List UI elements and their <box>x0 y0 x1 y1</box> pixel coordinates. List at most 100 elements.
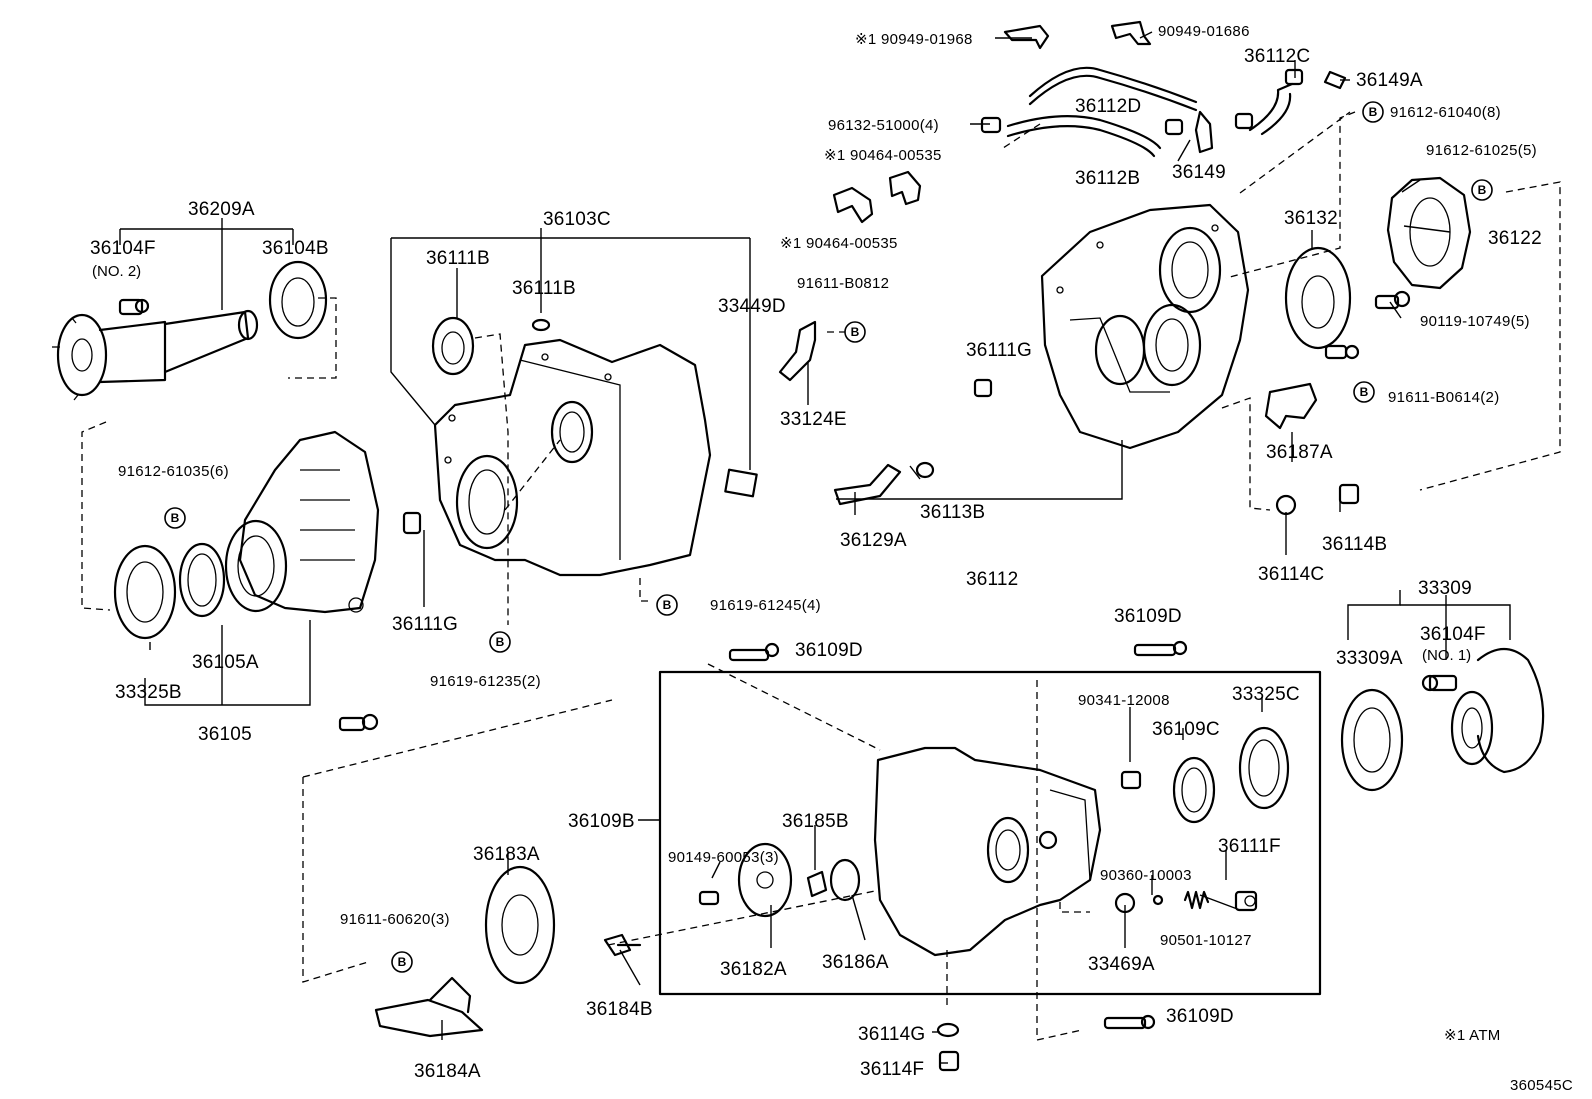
leader-lines <box>119 31 1511 1064</box>
label-36111G-right: 36111G <box>966 340 1032 361</box>
label-36104F-no1: 36104F <box>1420 624 1486 645</box>
note-atm: ※1 ATM <box>1444 1027 1501 1044</box>
b-marker-icon: B <box>1353 381 1375 403</box>
bolt-36109D-bottom <box>1103 1014 1156 1030</box>
label-36112: 36112 <box>966 569 1018 590</box>
oil-seal-33309A <box>1340 688 1404 792</box>
plug-36114B <box>1338 483 1360 505</box>
sub-case-36109B <box>873 746 1102 957</box>
diagram-id: 360545C <box>1510 1077 1573 1094</box>
spring-90501 <box>1183 890 1210 910</box>
label-33309A: 33309A <box>1336 648 1403 669</box>
plug-90341 <box>1120 770 1142 790</box>
sensor-rotor-36185B <box>806 870 828 898</box>
label-33124E: 33124E <box>780 409 847 430</box>
part-labels: ※1 90949-01968 90949-01686 36112C 36149A… <box>90 23 1573 1094</box>
label-33309: 33309 <box>1418 578 1472 599</box>
plug-36111G-right <box>973 378 993 398</box>
bolt-36109D-upper-right <box>1133 640 1188 657</box>
label-36184A: 36184A <box>414 1061 481 1082</box>
gasket-36114C <box>1275 494 1297 516</box>
gasket-36114G <box>936 1022 960 1038</box>
label-36114B: 36114B <box>1322 534 1387 555</box>
bolt-36109D-upper-left <box>728 642 780 662</box>
svg-text:B: B <box>398 955 407 969</box>
cover-36183A <box>484 865 556 985</box>
label-36114G: 36114G <box>858 1024 925 1045</box>
label-36113B: 36113B <box>920 502 985 523</box>
label-36105A: 36105A <box>192 652 259 673</box>
label-36183A: 36183A <box>473 844 540 865</box>
seal-36109C <box>1172 756 1216 824</box>
label-36111G-left: 36111G <box>392 614 458 635</box>
label-36114F: 36114F <box>860 1059 924 1080</box>
label-36109B: 36109B <box>568 811 635 832</box>
bracket-33124E <box>778 320 817 382</box>
label-36132: 36132 <box>1284 208 1338 229</box>
dashed-guides <box>81 111 1561 1041</box>
bolt-36104F-no2 <box>118 298 150 316</box>
label-91611-B0614: 91611-B0614(2) <box>1388 389 1500 406</box>
label-36109D-top-left: 36109D <box>795 640 863 661</box>
label-91612-61035: 91612-61035(6) <box>118 463 229 480</box>
bolt-markers: B B B B B B B B <box>164 101 1493 973</box>
pin-36111G-left <box>402 511 422 535</box>
screw-90149 <box>698 890 720 906</box>
label-90119-10749: 90119-10749(5) <box>1420 313 1530 330</box>
pipe-36129A <box>833 463 902 506</box>
svg-text:B: B <box>496 635 505 649</box>
label-33325B: 33325B <box>115 682 182 703</box>
label-no1: (NO. 1) <box>1422 647 1471 664</box>
extension-housing-36105 <box>224 430 380 614</box>
clips-upper <box>832 20 1152 224</box>
output-flange-33309 <box>1450 647 1545 774</box>
svg-text:B: B <box>1478 183 1487 197</box>
label-36109D-top-right: 36109D <box>1114 606 1182 627</box>
oil-seal-36104B <box>268 260 328 340</box>
label-33325C: 33325C <box>1232 684 1300 705</box>
magnet-33449D <box>724 468 758 498</box>
label-36103C: 36103C <box>543 209 611 230</box>
b-marker-icon: B <box>1362 101 1384 123</box>
label-91619-61245: 91619-61245(4) <box>710 597 821 614</box>
label-36184B: 36184B <box>586 999 653 1020</box>
svg-text:B: B <box>1360 385 1369 399</box>
label-36112C: 36112C <box>1244 46 1310 67</box>
label-91611-60620: 91611-60620(3) <box>340 911 450 928</box>
label-36186A: 36186A <box>822 952 889 973</box>
seal-33325C <box>1238 726 1290 810</box>
label-36111B-b: 36111B <box>512 278 576 299</box>
label-91612-61040: 91612-61040(8) <box>1390 104 1501 121</box>
label-36112B: 36112B <box>1075 168 1140 189</box>
label-91612-61025: 91612-61025(5) <box>1426 142 1537 159</box>
label-36114C: 36114C <box>1258 564 1324 585</box>
cover-36122 <box>1386 176 1472 290</box>
rear-case-36112 <box>1040 203 1250 450</box>
label-36182A: 36182A <box>720 959 787 980</box>
label-36104B: 36104B <box>262 238 329 259</box>
breather-hoses <box>980 66 1347 158</box>
ball-90360 <box>1152 894 1164 906</box>
b-marker-icon: B <box>391 951 413 973</box>
bolt-bottom-left <box>338 713 379 732</box>
plug-33469A <box>1114 892 1136 914</box>
bolt-near-36132 <box>1324 344 1360 360</box>
b-marker-icon: B <box>164 507 186 529</box>
label-90149-60053: 90149-60053(3) <box>668 849 779 866</box>
label-90949-01686: 90949-01686 <box>1158 23 1250 40</box>
label-36149: 36149 <box>1172 162 1226 183</box>
label-33469A: 33469A <box>1088 954 1155 975</box>
plug-36111B-small <box>531 318 551 332</box>
plug-36111F <box>1234 890 1258 912</box>
b-marker-icon: B <box>844 321 866 343</box>
label-36111B-a: 36111B <box>426 248 490 269</box>
label-36105: 36105 <box>198 724 252 745</box>
bolt-36104F-no1 <box>1421 674 1458 692</box>
label-36109D-bottom: 36109D <box>1166 1006 1234 1027</box>
label-36149A: 36149A <box>1356 70 1423 91</box>
b-marker-icon: B <box>489 631 511 653</box>
label-90341-12008: 90341-12008 <box>1078 692 1170 709</box>
label-36129A: 36129A <box>840 530 907 551</box>
